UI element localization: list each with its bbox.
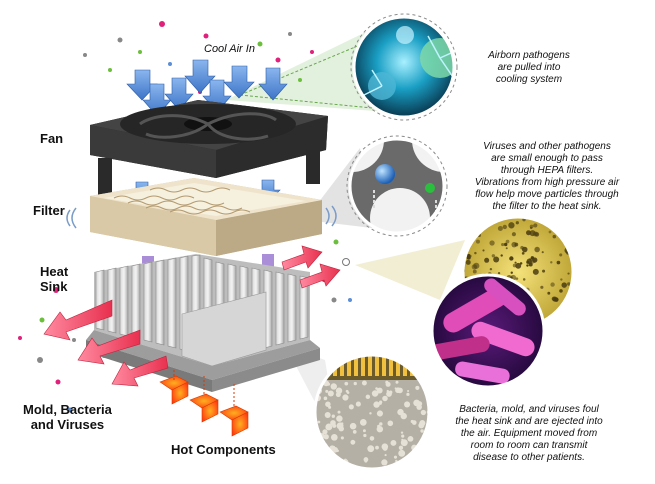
callout-virus-closeup [350,13,458,121]
hot-component-leads [173,370,235,406]
heat-sink-label-line: Sink [40,279,68,294]
cool-air-in-label: Cool Air In [204,43,255,55]
mold-label-line: and Viruses [30,417,105,432]
caption-line: cooling system [495,74,563,85]
filter-label: Filter [33,203,65,218]
bacteria-ejected-caption: Bacteria, mold, and viruses foul the hea… [436,404,622,464]
hot-components-label: Hot Components [171,442,276,457]
viruses-hepa-caption: Viruses and other pathogens are small en… [452,141,642,213]
heat-sink [86,254,320,392]
caption-line: Bacteria, mold, and viruses foul [459,404,599,415]
caption-line: the filter to the heat sink. [492,201,602,212]
intake-airflow-arrows [126,59,288,117]
caption-line: the heat sink and are ejected into [455,416,603,427]
heat-sink-label: Heat Sink [40,264,68,294]
fan-label: Fan [40,131,64,146]
caption-line: are small enough to pass [491,153,603,164]
fan-unit [90,100,328,198]
caption-line: are pulled into [497,62,561,73]
callout-beam-heatsink [355,240,465,300]
caption-line: disease to other patients. [473,452,585,463]
exhaust-arrows [43,245,341,387]
airborne-pathogens-caption: Airborn pathogens are pulled into coolin… [466,50,592,86]
mold-label-line: Mold, Bacteria [23,402,112,417]
caption-line: Viruses and other pathogens [483,141,611,152]
caption-line: flow help move particles through [475,189,619,200]
caption-line: Vibrations from high pressure air [474,177,620,188]
caption-line: room to room can transmit [470,440,588,451]
mold-bacteria-viruses-label: Mold, Bacteria and Viruses [23,402,112,432]
callout-bacteria-closeup [430,273,546,389]
hepa-filter [66,178,337,256]
caption-line: the air. Equipment moved from [460,428,598,439]
hot-components [159,375,249,437]
caption-line: through HEPA filters. [500,165,594,176]
heat-sink-label-line: Heat [40,264,69,279]
caption-line: Airborn pathogens [488,50,570,61]
